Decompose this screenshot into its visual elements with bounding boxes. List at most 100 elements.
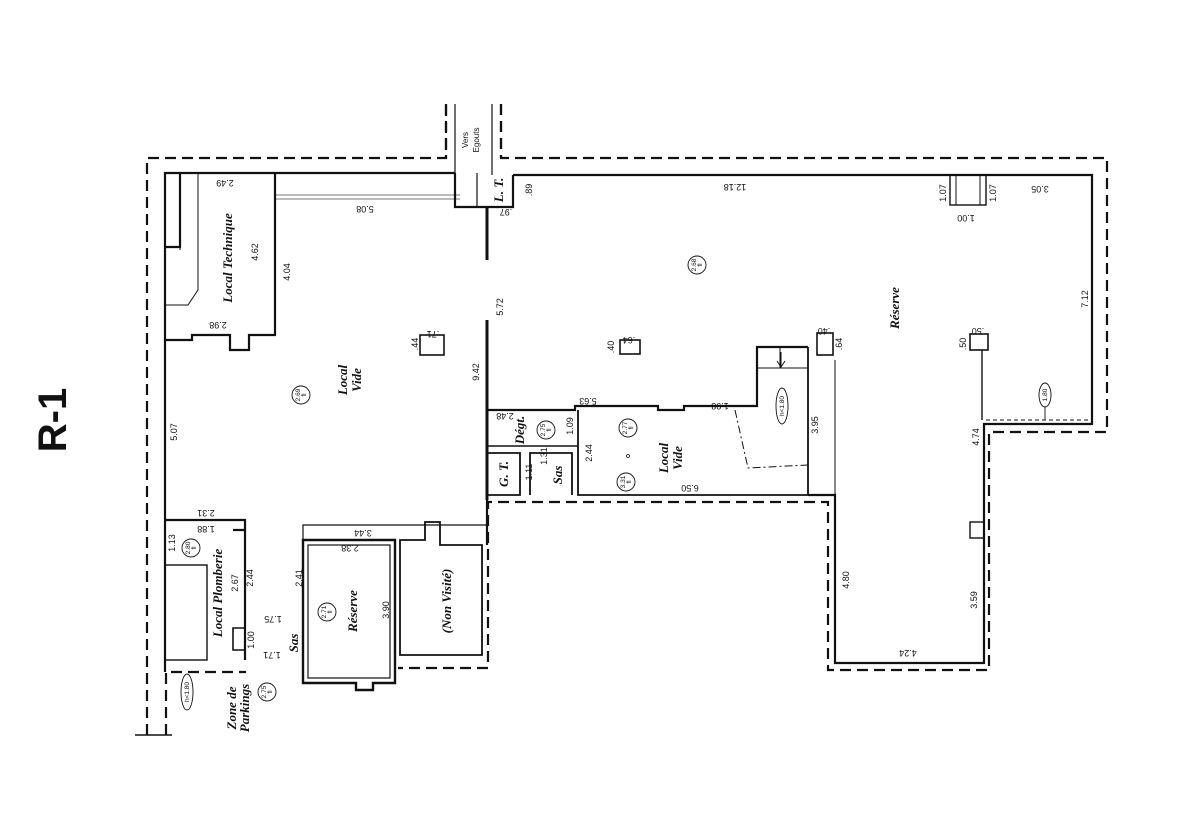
- dim-0-50-b: .50: [958, 338, 968, 351]
- height-marker-4-value: 2.77: [622, 421, 629, 434]
- height-marker-9: h<1.80: [180, 673, 194, 711]
- room-local-vide-main: Local Vide: [335, 364, 364, 396]
- height-marker-11-value: h<1.80: [779, 396, 786, 416]
- sewer-outlet: Vers Egouts: [454, 104, 493, 175]
- height-marker-2: 2.68 fl: [687, 255, 707, 275]
- room-lt: L. T.: [491, 178, 506, 203]
- height-marker-1-unit: fl: [301, 393, 308, 397]
- dim-9-42: 9.42: [471, 363, 481, 381]
- dim-4-74: 4.74: [971, 428, 981, 446]
- room-reserve-small: Réserve: [345, 590, 360, 633]
- height-marker-3-value: 2.75: [540, 423, 547, 436]
- height-marker-7: 2.71 fl: [317, 602, 337, 622]
- dimension-labels: 2.49 4.62 4.04 2.98 5.08 5.07 .89 .97 12…: [167, 178, 1090, 660]
- dim-4-24: 4.24: [899, 648, 917, 658]
- dim-0-97: .97: [500, 207, 513, 217]
- dim-2-49: 2.49: [216, 178, 234, 188]
- room-parking-l2: Parkings: [237, 684, 252, 732]
- room-degt: Dégt.: [512, 416, 527, 446]
- height-marker-5-value: 3.31: [620, 475, 627, 488]
- dim-0-50-a: .50: [972, 326, 985, 336]
- dim-1-13: 1.13: [167, 534, 177, 552]
- dim-3-59: 3.59: [969, 591, 979, 609]
- height-markers: 2.69 fl 2.68 fl 2.75 fl 2.77 fl 3.31 fl …: [180, 255, 1052, 711]
- height-marker-7-unit: fl: [327, 610, 334, 614]
- dim-2-38: 2.38: [341, 543, 359, 553]
- room-local-vide-small-l2: Vide: [670, 446, 685, 470]
- dim-3-95: 3.95: [810, 416, 820, 434]
- dim-2-98: 2.98: [209, 320, 227, 330]
- height-marker-10-value: 1.80: [1042, 388, 1049, 401]
- outlet-label-2: Egouts: [472, 128, 481, 153]
- height-marker-11: h<1.80: [775, 387, 789, 425]
- dim-5-07: 5.07: [169, 423, 179, 441]
- dim-1-71: 1.71: [263, 650, 281, 660]
- dim-3-05: 3.05: [1031, 184, 1049, 194]
- dim-5-63: 5.63: [579, 396, 597, 406]
- room-local-vide-main-l2: Vide: [349, 368, 364, 392]
- room-parking-l1: Zone de: [224, 686, 239, 730]
- room-reserve-large: Réserve: [887, 287, 902, 330]
- height-marker-3: 2.75 fl: [536, 420, 556, 440]
- height-marker-2-unit: fl: [697, 263, 704, 267]
- dot-marker: [626, 454, 630, 458]
- height-marker-1: 2.69 fl: [291, 385, 311, 405]
- height-marker-6-unit: fl: [191, 546, 198, 550]
- room-local-vide-small: Local Vide: [656, 442, 685, 474]
- dim-5-08: 5.08: [356, 204, 374, 214]
- height-marker-6: 2.80 fl: [181, 538, 201, 558]
- property-boundary: [135, 104, 1109, 736]
- height-marker-3-unit: fl: [546, 428, 553, 432]
- dim-4-62: 4.62: [250, 243, 260, 261]
- dim-2-41: 2.41: [294, 569, 304, 587]
- room-local-vide-main-l1: Local: [335, 364, 350, 396]
- dim-0-40-b: .40: [818, 326, 831, 336]
- room-local-vide-small-l1: Local: [656, 442, 671, 474]
- room-gt: G. T.: [496, 461, 511, 487]
- dim-4-04: 4.04: [282, 263, 292, 281]
- height-marker-8: 2.75 fl: [257, 682, 277, 702]
- dim-1-75: 1.75: [264, 614, 282, 624]
- dim-3-44: 3.44: [354, 528, 372, 538]
- walls: [163, 171, 1094, 692]
- dim-1-09: 1.09: [565, 417, 575, 435]
- height-marker-10: 1.80: [1038, 382, 1052, 420]
- dim-2-44-b: 2.44: [245, 569, 255, 587]
- dim-0-71: .71: [427, 329, 440, 339]
- room-non-visite: (Non Visité): [439, 569, 454, 634]
- dim-1-07-a: 1.07: [938, 184, 948, 202]
- room-sas-2: Sas: [550, 466, 565, 485]
- dim-2-67: 2.67: [230, 574, 240, 592]
- dim-2-48: 2.48: [496, 411, 514, 421]
- dim-2-31: 2.31: [197, 508, 215, 518]
- dim-4-80: 4.80: [841, 571, 851, 589]
- dim-1-07-b: 1.07: [988, 184, 998, 202]
- height-marker-1-value: 2.69: [295, 388, 302, 401]
- height-marker-4-unit: fl: [628, 426, 635, 430]
- level-title: R-1: [31, 388, 75, 452]
- dim-3-90: 3.90: [381, 601, 391, 619]
- dim-0-44: .44: [410, 338, 420, 351]
- dim-2-44-a: 2.44: [584, 444, 594, 462]
- dim-0-64-b: .64: [834, 338, 844, 351]
- dim-1-00-b: 1.00: [246, 631, 256, 649]
- stair-arrow-icon: [776, 352, 786, 368]
- height-marker-6-value: 2.80: [185, 541, 192, 554]
- room-local-technique: Local Technique: [220, 213, 235, 304]
- dim-0-64-a: .64: [623, 335, 636, 345]
- dim-7-12: 7.12: [1080, 290, 1090, 308]
- height-marker-9-value: h<1.80: [184, 682, 191, 702]
- dim-12-18: 12.18: [724, 182, 747, 192]
- height-marker-8-value: 2.75: [261, 685, 268, 698]
- dim-1-00: 1.00: [957, 213, 975, 223]
- dim-5-72: 5.72: [495, 298, 505, 316]
- room-sas-1: Sas: [286, 634, 301, 653]
- height-marker-5: 3.31 fl: [616, 472, 636, 492]
- dim-0-40-a: .40: [606, 341, 616, 354]
- height-marker-7-value: 2.71: [321, 605, 328, 618]
- dim-0-89: .89: [524, 184, 534, 197]
- dim-6-50: 6.50: [681, 483, 699, 493]
- height-marker-8-unit: fl: [267, 690, 274, 694]
- room-local-plomberie: Local Plomberie: [210, 549, 225, 639]
